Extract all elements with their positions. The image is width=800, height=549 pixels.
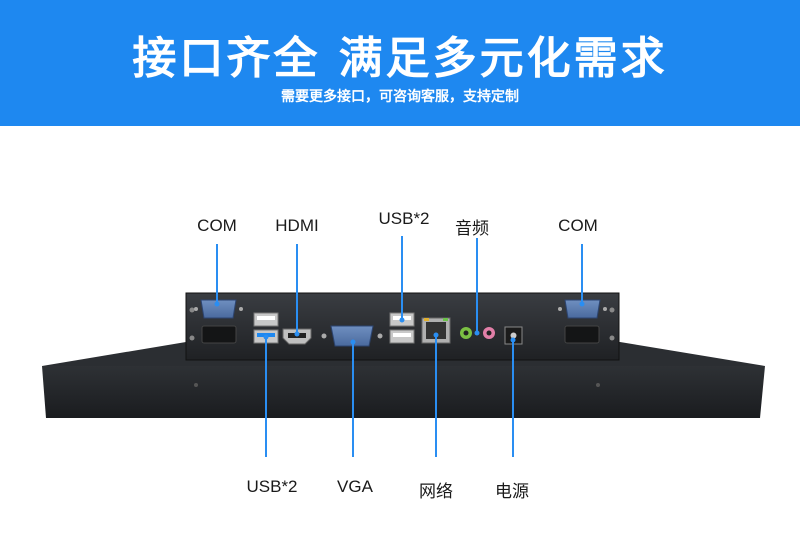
banner-title: 接口齐全 满足多元化需求 [132,33,668,84]
label-com-right: COM [558,216,598,235]
banner-subtitle: 需要更多接口，可咨询客服，支持定制 [281,89,519,105]
header-banner: 接口齐全 满足多元化需求 需要更多接口，可咨询客服，支持定制 [0,0,800,126]
label-usb-bottom: USB*2 [246,477,298,496]
label-audio: 音频 [455,219,489,238]
com-port-right [558,299,607,344]
pointer-lines [216,236,583,457]
label-power: 电源 [495,482,529,501]
label-usb-top: USB*2 [378,209,430,228]
label-vga: VGA [337,477,373,496]
label-hdmi: HDMI [275,216,319,235]
label-com-left: COM [197,216,237,235]
label-network: 网络 [419,482,453,501]
vga-port [321,325,383,347]
audio-jacks [460,327,495,339]
ethernet-port [421,317,451,344]
pointer-dots [214,301,585,345]
com-port-left [194,299,243,344]
